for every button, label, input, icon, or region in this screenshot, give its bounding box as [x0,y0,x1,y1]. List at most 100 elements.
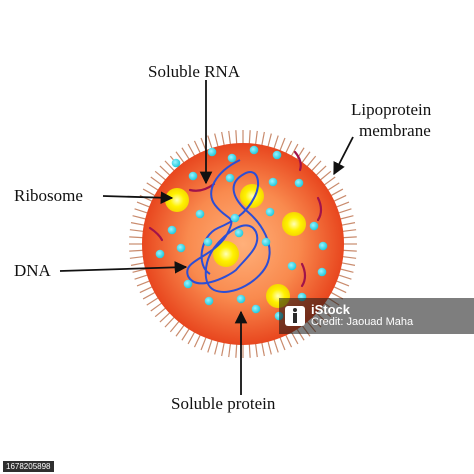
membrane-spike [341,255,357,259]
membrane-spike [181,327,191,341]
membrane-spike [332,285,347,294]
membrane-spike [159,311,172,323]
membrane-spike [314,165,327,177]
membrane-spike [267,133,272,149]
soluble-protein-dot [287,261,297,271]
soluble-protein-dot [309,221,319,231]
membrane-spike [221,341,226,357]
membrane-spike [310,160,322,173]
membrane-spike [278,335,286,351]
membrane-spike [278,137,286,153]
istock-logo-icon [285,306,305,326]
soluble-rna-strand [316,196,323,222]
membrane-spike [338,268,354,273]
lipoprotein-label-line2: membrane [359,121,431,140]
membrane-spike [260,131,265,147]
membrane-spike [129,249,145,252]
dna-label: DNA [14,261,52,280]
soluble-protein-dot [155,249,165,259]
membrane-spike [248,342,251,358]
ribosome [282,212,306,236]
soluble-protein-label: Soluble protein [171,394,276,413]
membrane-spike [248,130,251,146]
membrane-spike [164,160,176,173]
membrane-spike [254,342,258,358]
soluble-protein-dot [227,153,237,163]
membrane-spike [136,201,152,209]
membrane-spike [254,130,258,146]
membrane-spike [341,229,357,233]
soluble-protein-dot [318,241,328,251]
membrane-spike [187,330,196,345]
ribosome [213,241,239,267]
membrane-spike [340,261,356,266]
lipoprotein-label-line1: Lipoprotein [351,100,432,119]
membrane-spike [175,323,186,337]
soluble-protein-dot [225,173,235,183]
membrane-spike [318,170,332,182]
membrane-spike [154,170,168,182]
membrane-spike [193,333,202,348]
soluble-protein-dot [272,150,282,160]
membrane-spike [221,131,226,147]
membrane-spike [132,215,148,220]
membrane-spike [129,255,145,259]
soluble-rna-strand [293,150,302,172]
membrane-spike [336,208,352,214]
membrane-spike [193,140,202,155]
membrane-spike [142,188,157,197]
soluble-protein-dot [294,178,304,188]
soluble-protein-dot [203,237,213,247]
membrane-spike [295,147,305,161]
membrane-spike [139,285,154,294]
membrane-spike [154,306,168,318]
soluble-protein-dot [230,213,240,223]
soluble-protein-dot [265,207,275,217]
soluble-protein-dot [188,171,198,181]
watermark-banner: iStock Credit: Jaouad Maha [279,298,474,334]
soluble-rna-strand [148,226,164,242]
dna-strand [186,159,271,293]
stock-image-id: 1678205898 [3,461,54,472]
membrane-spike [329,188,344,197]
membrane-spike [214,339,219,355]
soluble-protein-dot [236,294,246,304]
membrane-spike [134,208,150,214]
membrane-spike [207,135,213,151]
soluble-protein-dot [261,237,271,247]
membrane-spike [334,201,350,209]
soluble-protein-dot [249,145,259,155]
membrane-spike [235,130,238,146]
membrane-spike [334,279,350,287]
ribosome [165,188,189,212]
membrane-spike [290,143,299,158]
membrane-spike [329,291,344,300]
soluble-protein-dot [207,147,217,157]
watermark-credit: Credit: Jaouad Maha [311,316,414,329]
membrane-spike [187,143,196,158]
membrane-spike [260,341,265,357]
membrane-spike [273,135,279,151]
membrane-spike [200,335,208,351]
soluble-rna-label: Soluble RNA [148,62,241,81]
membrane-spike [326,182,340,192]
membrane-spike [273,337,279,353]
soluble-protein-dot [176,243,186,253]
soluble-protein-dot [204,296,214,306]
membrane-spike [150,301,164,312]
membrane-spike [300,151,311,165]
ribosome-label: Ribosome [14,186,83,205]
membrane-spike [341,236,357,239]
membrane-spike [146,296,160,306]
soluble-protein-dot [183,279,193,289]
soluble-protein-dot [268,177,278,187]
lipoprotein-arrow [333,136,354,176]
membrane-spike [134,274,150,280]
membrane-spike [129,229,145,233]
membrane-spike [228,342,232,358]
membrane-spike [130,222,146,227]
membrane-spike [284,333,293,348]
watermark-brand: iStock [311,302,351,318]
soluble-protein-dot [167,225,177,235]
